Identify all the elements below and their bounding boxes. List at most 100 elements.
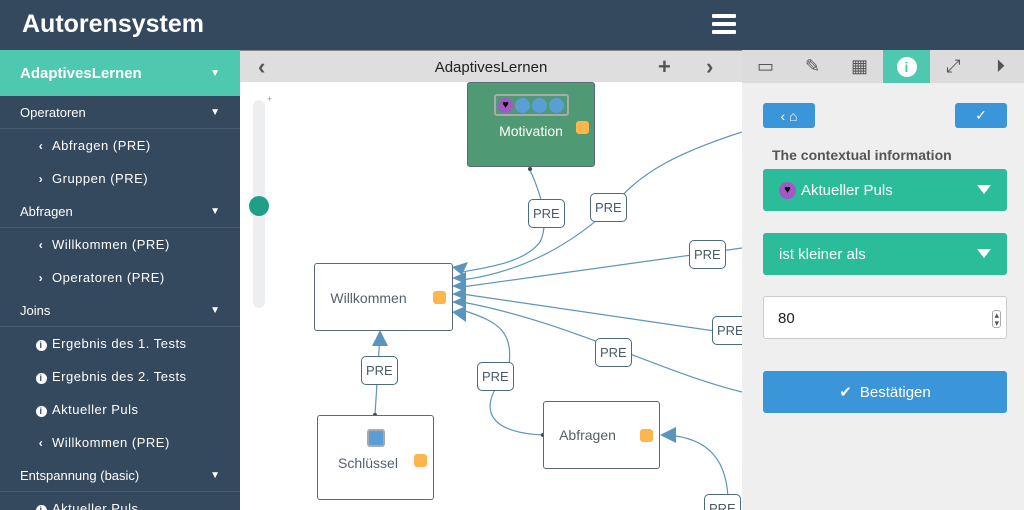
group-label: Joins: [20, 302, 51, 318]
chevron-left-icon: ‹: [38, 237, 44, 252]
edge-label[interactable]: PRE: [477, 362, 514, 391]
back-home-button[interactable]: ‹ ⌂: [763, 103, 815, 128]
zoom-slider-handle[interactable]: [249, 196, 269, 216]
item-label: Aktueller Puls: [52, 501, 139, 510]
check-circle-icon: ✓: [975, 107, 987, 123]
canvas-toolbar: ‹ AdaptivesLernen + ›: [240, 50, 742, 82]
value-text: 80: [778, 310, 795, 327]
sidebar-item[interactable]: ‹Willkommen (PRE): [0, 426, 240, 459]
arrowhead: [452, 272, 466, 284]
sidebar-group[interactable]: Joins ▼: [0, 294, 240, 327]
document-icon: [366, 429, 385, 447]
sidebar-item[interactable]: ›Operatoren (PRE): [0, 261, 240, 294]
edges: [372, 131, 742, 510]
sidebar-item[interactable]: ›Gruppen (PRE): [0, 162, 240, 195]
edge-label[interactable]: PRE: [704, 494, 741, 510]
context-value: Aktueller Puls: [801, 181, 893, 199]
sidebar-group[interactable]: Entspannung (basic)▼: [0, 459, 240, 492]
sidebar-item[interactable]: i Aktueller Puls: [0, 492, 240, 510]
sidebar-item[interactable]: i Aktueller Puls: [0, 393, 240, 426]
node-label: Abfragen: [559, 427, 616, 443]
sidebar: AdaptivesLernen ▼ Operatoren ▼ ‹Abfragen (P…: [0, 50, 240, 510]
window-icon[interactable]: ▭: [756, 56, 774, 76]
project-label: AdaptivesLernen: [20, 64, 142, 82]
info-icon: i: [34, 403, 48, 417]
node-motivation[interactable]: ♥ Motivation: [467, 82, 595, 167]
home-icon: ‹ ⌂: [780, 107, 798, 124]
edge-label[interactable]: PRE: [595, 338, 632, 367]
item-label: Ergebnis des 2. Tests: [52, 369, 187, 384]
group-label: Abfragen: [20, 203, 73, 219]
heart-icon: ♥: [779, 181, 796, 199]
document-icon: [515, 97, 530, 113]
caret-down-icon: [977, 185, 991, 194]
chevron-left-icon: ‹: [38, 138, 44, 153]
context-label: The contextual information: [772, 147, 952, 163]
node-icons: ♥: [493, 94, 569, 116]
edge-label[interactable]: PRE: [590, 193, 627, 222]
previous-icon[interactable]: ‹: [258, 54, 266, 79]
item-label: Operatoren (PRE): [52, 270, 165, 285]
item-label: Aktueller Puls: [52, 402, 139, 417]
check-circle-icon: ✔: [839, 384, 852, 401]
edge: [461, 293, 742, 336]
group-label: Operatoren: [20, 104, 86, 120]
sidebar-item[interactable]: ‹Abfragen (PRE): [0, 129, 240, 162]
item-label: Willkommen (PRE): [52, 237, 170, 252]
node-willkommen[interactable]: Willkommen: [314, 263, 453, 331]
edge-label[interactable]: PRE: [712, 316, 742, 345]
arrowhead: [452, 296, 466, 308]
item-label: Willkommen (PRE): [52, 435, 170, 450]
edit-icon[interactable]: ✎: [804, 56, 821, 76]
sidebar-group[interactable]: Operatoren ▼: [0, 96, 240, 129]
chevron-down-icon: ▼: [210, 106, 220, 118]
edge-label[interactable]: PRE: [528, 199, 565, 228]
arrowhead: [452, 306, 466, 322]
info-icon: i: [34, 502, 48, 510]
confirm-button[interactable]: ✔ Bestätigen: [763, 371, 1007, 413]
info-icon[interactable]: i: [883, 50, 930, 83]
spinner-icon[interactable]: ▴▾: [992, 310, 1001, 328]
info-icon: i: [34, 337, 48, 351]
node-marker: [433, 291, 446, 304]
arrowhead: [452, 280, 466, 292]
node-abfragen[interactable]: Abfragen: [543, 401, 660, 469]
grid-icon[interactable]: ▦: [850, 56, 868, 76]
edge-label[interactable]: PRE: [689, 240, 726, 269]
graph-canvas[interactable]: + ♥ Motivation Willkommen Schlüssel Abfr…: [240, 82, 742, 510]
node-schluessel[interactable]: Schlüssel: [317, 415, 434, 500]
document-icon: [532, 97, 547, 113]
chevron-down-icon: ▼: [210, 67, 220, 79]
document-icon: [549, 97, 564, 113]
edge-label[interactable]: PRE: [361, 356, 398, 385]
sidebar-item[interactable]: ‹ Willkommen (PRE): [0, 228, 240, 261]
chevron-down-icon: ▼: [210, 304, 220, 316]
node-label: Motivation: [499, 123, 563, 139]
operator-select[interactable]: ist kleiner als: [763, 233, 1007, 275]
confirm-label: Bestätigen: [859, 383, 931, 401]
sidebar-group[interactable]: Abfragen ▼: [0, 195, 240, 228]
context-select[interactable]: ♥ Aktueller Puls: [763, 169, 1007, 211]
operator-value: ist kleiner als: [779, 245, 866, 263]
next-icon[interactable]: ›: [706, 54, 714, 79]
properties-panel: ‹ ⌂ ✓ The contextual information ♥ Aktuel…: [742, 83, 1024, 510]
arrowhead: [452, 288, 466, 300]
chevron-right-icon: ›: [38, 171, 44, 186]
chevron-down-icon: ▼: [210, 469, 220, 481]
chevron-down-icon: ▼: [210, 205, 220, 217]
hamburger-icon[interactable]: [712, 14, 736, 34]
arrowhead: [372, 330, 388, 346]
add-icon[interactable]: +: [658, 54, 671, 79]
node-marker: [640, 429, 653, 442]
node-marker: [414, 454, 427, 467]
node-label: Schlüssel: [338, 455, 398, 471]
arrowheads: [372, 262, 676, 443]
check-button[interactable]: ✓: [955, 103, 1007, 128]
sidebar-project[interactable]: AdaptivesLernen ▼: [0, 50, 240, 96]
value-input[interactable]: 80 ▴▾: [763, 296, 1007, 339]
play-icon[interactable]: ⏵: [996, 56, 1005, 76]
expand-icon[interactable]: ⤢: [946, 56, 961, 76]
node-marker: [576, 121, 589, 134]
